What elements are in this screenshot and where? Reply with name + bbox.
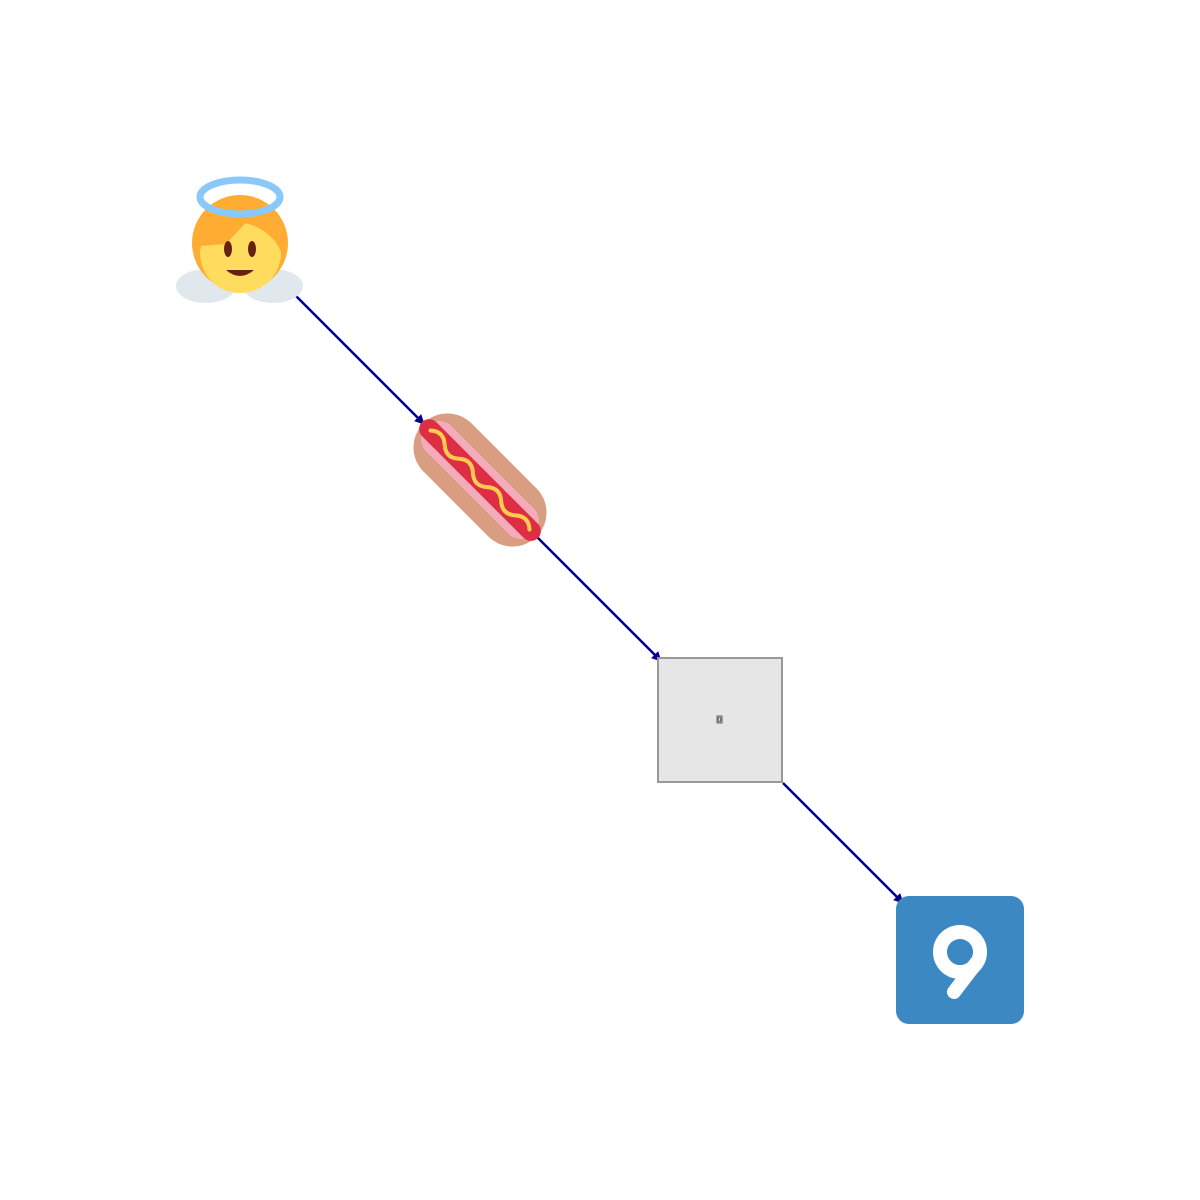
placeholder-box: 0 xyxy=(657,657,783,783)
edge-hotdog-to-box xyxy=(533,533,662,662)
edge-box-to-nine xyxy=(782,782,904,904)
placeholder-box-label: 0 xyxy=(717,716,721,724)
hot-dog-icon xyxy=(413,413,547,547)
edge-angel-to-hotdog xyxy=(295,295,425,425)
baby-angel-icon xyxy=(176,176,303,303)
keycap-digit-nine-icon xyxy=(896,896,1024,1024)
